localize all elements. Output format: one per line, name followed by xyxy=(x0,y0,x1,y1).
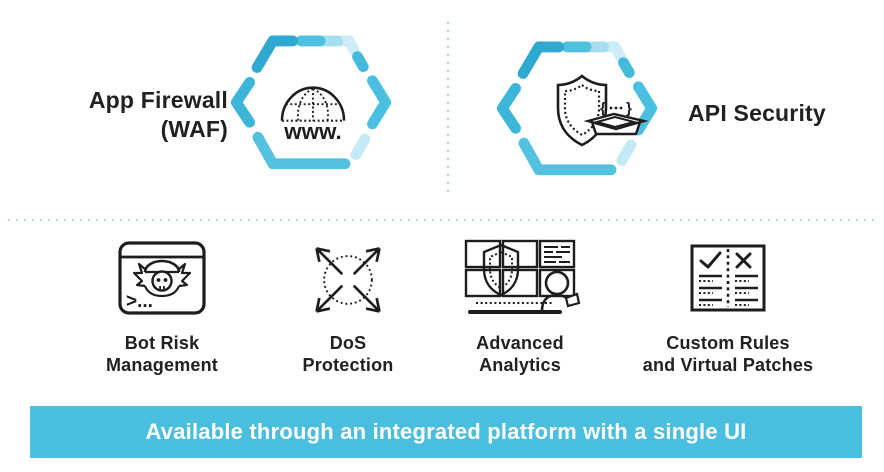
svg-text:{: { xyxy=(600,100,606,117)
waf-title-line1: App Firewall xyxy=(88,87,228,113)
waf-title: App Firewall (WAF) xyxy=(28,86,228,145)
feature-label: Bot Risk Management xyxy=(105,333,219,376)
svg-text:}: } xyxy=(626,100,632,117)
terminal-prompt-text: >... xyxy=(126,291,153,312)
feature-label: DoS Protection xyxy=(302,333,394,376)
vertical-dotted-divider xyxy=(447,22,449,198)
feature-dos-protection: DoS Protection xyxy=(233,236,463,377)
platform-banner: Available through an integrated platform… xyxy=(30,406,862,458)
bot-terminal-icon: >... xyxy=(118,241,206,315)
feature-label: Custom Rules and Virtual Patches xyxy=(642,333,814,376)
platform-banner-text: Available through an integrated platform… xyxy=(145,419,747,444)
expanding-arrows-icon xyxy=(315,247,381,313)
rules-book-icon xyxy=(690,244,766,312)
www-text: www. xyxy=(283,119,341,142)
api-security-title: API Security xyxy=(688,100,826,126)
monitor-wall-icon xyxy=(464,239,581,314)
waf-title-line2: (WAF) xyxy=(160,116,228,143)
feature-custom-rules: Custom Rules and Virtual Patches xyxy=(613,236,843,377)
feature-bot-risk: >... Bot Risk Management xyxy=(47,236,277,377)
feature-label: Advanced Analytics xyxy=(476,333,564,376)
feature-advanced-analytics: Advanced Analytics xyxy=(405,236,635,377)
hexagon-frame-waf xyxy=(230,35,392,170)
shield-box-icon: { } xyxy=(556,74,648,147)
globe-www-icon: www. xyxy=(280,86,346,142)
horizontal-dotted-divider xyxy=(8,219,876,221)
